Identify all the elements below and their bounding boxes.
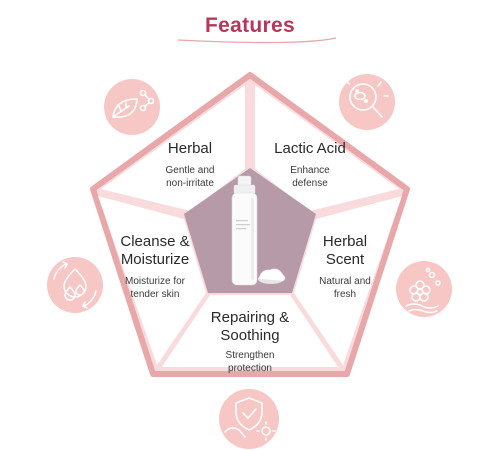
water-drops-cycle-icon bbox=[47, 257, 103, 313]
feature-name: Lactic Acid bbox=[274, 140, 346, 157]
feature-lactic-acid: Lactic Acid Enhance defense bbox=[255, 140, 365, 190]
flower-bubbles-icon bbox=[396, 261, 452, 317]
product-bottle-image bbox=[231, 175, 286, 286]
feature-description: Strengthen protection bbox=[225, 350, 275, 374]
feature-description: Natural and fresh bbox=[319, 276, 371, 300]
panel-repairing-soothing bbox=[162, 295, 338, 367]
feature-repairing-soothing: Repairing & Soothing Strengthen protecti… bbox=[190, 309, 310, 375]
feature-name: Herbal bbox=[167, 140, 213, 157]
feature-herbal-scent: Herbal Scent Natural and fresh bbox=[295, 233, 395, 301]
feature-name: Cleanse & Moisturize bbox=[120, 233, 190, 268]
page-title: Features bbox=[205, 14, 295, 37]
feature-description: Moisturize for tender skin bbox=[124, 276, 185, 300]
feature-cleanse-moisturize: Cleanse & Moisturize Moisturize for tend… bbox=[100, 233, 210, 301]
panel-lactic-acid bbox=[255, 85, 399, 211]
feature-herbal: Herbal Gentle and non-irritate bbox=[135, 140, 245, 190]
panel-herbal-scent bbox=[294, 196, 402, 365]
feature-name: Herbal Scent bbox=[322, 233, 368, 268]
shield-check-icon bbox=[219, 389, 279, 449]
panel-herbal bbox=[101, 85, 245, 211]
title-swash bbox=[177, 37, 337, 44]
feature-name: Repairing & Soothing bbox=[210, 309, 290, 344]
microbe-magnifier-icon bbox=[339, 74, 395, 130]
feature-description: Gentle and non-irritate bbox=[165, 165, 215, 189]
panel-cleanse-moisturize bbox=[98, 196, 206, 365]
feature-description: Enhance defense bbox=[290, 165, 330, 189]
leaf-molecule-icon bbox=[104, 79, 160, 135]
